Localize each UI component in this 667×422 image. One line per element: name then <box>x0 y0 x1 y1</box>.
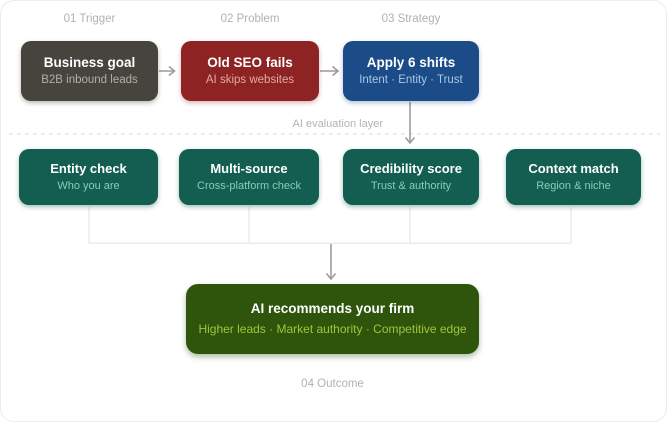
arrowhead-right-1-icon <box>168 65 176 77</box>
node-outcome: AI recommends your firm Higher leads · M… <box>186 284 479 354</box>
node-subtitle: Region & niche <box>536 179 611 192</box>
node-title: Credibility score <box>360 161 462 177</box>
node-credibility-score: Credibility score Trust & authority <box>343 149 479 205</box>
node-subtitle: B2B inbound leads <box>41 73 138 86</box>
node-multi-source: Multi-source Cross-platform check <box>179 149 319 205</box>
node-subtitle: Trust & authority <box>370 179 452 192</box>
arrowhead-right-2-icon <box>331 65 340 77</box>
node-apply-6-shifts: Apply 6 shifts Intent · Entity · Trust <box>343 41 479 101</box>
node-title: Context match <box>528 161 619 177</box>
node-title: Apply 6 shifts <box>366 54 456 70</box>
node-title: Multi-source <box>210 161 288 177</box>
node-entity-check: Entity check Who you are <box>19 149 158 205</box>
node-business-goal: Business goal B2B inbound leads <box>21 41 158 101</box>
node-title: Entity check <box>50 161 127 177</box>
node-subtitle: Who you are <box>57 179 120 192</box>
node-title: Old SEO fails <box>207 54 293 70</box>
node-subtitle: AI skips websites <box>205 73 295 86</box>
arrowhead-down-1-icon <box>404 136 416 145</box>
arrowhead-down-2-icon <box>325 272 337 281</box>
node-subtitle: Intent · Entity · Trust <box>359 73 463 86</box>
node-subtitle: Higher leads · Market authority · Compet… <box>198 321 467 336</box>
collector-bus-lines <box>88 207 572 244</box>
stage-label-outcome: 04 Outcome <box>301 378 364 390</box>
stage-label-strategy: 03 Strategy <box>381 13 441 25</box>
evaluation-layer-label: AI evaluation layer <box>292 118 384 130</box>
node-context-match: Context match Region & niche <box>506 149 641 205</box>
node-old-seo-fails: Old SEO fails AI skips websites <box>181 41 319 101</box>
stage-label-trigger: 01 Trigger <box>63 13 116 25</box>
node-title: AI recommends your firm <box>250 300 415 316</box>
node-subtitle: Cross-platform check <box>197 179 301 192</box>
node-title: Business goal <box>43 54 136 70</box>
stage-label-problem: 02 Problem <box>220 13 280 25</box>
